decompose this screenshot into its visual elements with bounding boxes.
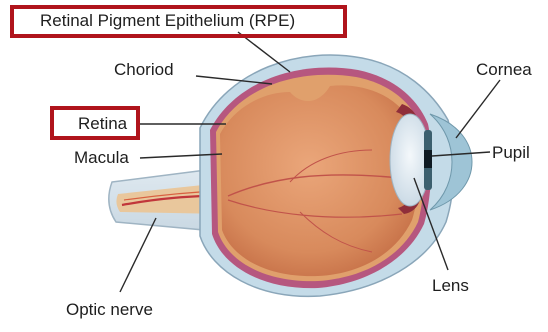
label-rpe: Retinal Pigment Epithelium (RPE) — [40, 11, 295, 31]
label-choriod: Choriod — [114, 60, 174, 80]
label-cornea: Cornea — [476, 60, 532, 80]
vitreous-body — [220, 85, 418, 276]
pupil-gap — [424, 150, 432, 168]
leader-optic-nerve — [120, 218, 156, 292]
label-optic-nerve: Optic nerve — [66, 300, 153, 320]
leader-rpe — [238, 32, 290, 72]
label-retina: Retina — [78, 114, 127, 134]
label-lens: Lens — [432, 276, 469, 296]
label-pupil: Pupil — [492, 143, 530, 163]
label-macula: Macula — [74, 148, 129, 168]
leader-cornea — [456, 80, 500, 138]
